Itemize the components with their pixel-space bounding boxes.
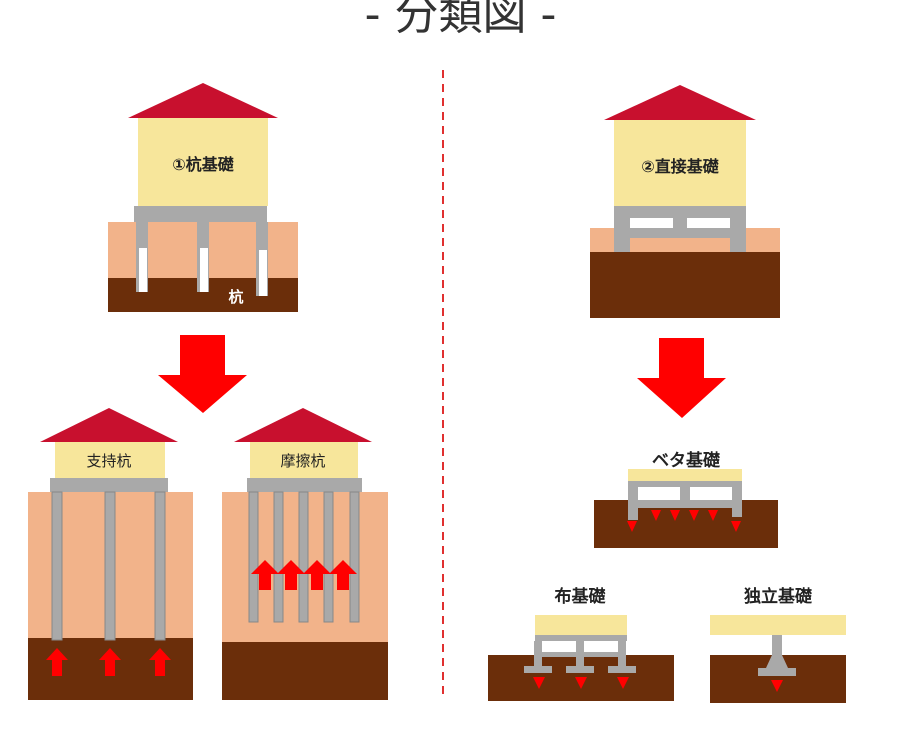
up-arrow-icon (149, 648, 171, 676)
page-title: - 分類図 - (364, 0, 557, 40)
footing-wall (680, 487, 690, 503)
pile (298, 491, 309, 623)
end-bearing-pile-house: 支持杭 (28, 408, 193, 700)
house-wall (614, 120, 746, 206)
ground-beam (630, 228, 730, 238)
pile-core (200, 248, 208, 292)
up-arrow-icon (277, 560, 305, 590)
foundation-beam (628, 481, 742, 487)
down-arrow-icon (627, 521, 637, 532)
down-arrow-icon (533, 677, 545, 689)
footing-wall (673, 218, 687, 228)
pile (51, 491, 63, 641)
strip-foundation-label: 布基礎 (555, 586, 607, 607)
down-arrow-icon (651, 510, 661, 521)
footing-wall (628, 487, 638, 517)
end-bearing-pile-label: 支持杭 (86, 452, 131, 470)
down-arrow-icon (637, 338, 726, 418)
down-arrow-icon (158, 335, 247, 413)
up-arrow-icon (46, 648, 68, 676)
house-wall (250, 442, 358, 478)
down-arrow-icon (670, 510, 680, 521)
down-arrow-icon (617, 677, 629, 689)
pile (104, 491, 116, 641)
footing-wall (730, 218, 746, 252)
footing-wall (614, 218, 630, 252)
isolated-foundation-label: 独立基礎 (744, 586, 813, 607)
roof (128, 83, 278, 118)
roof (234, 408, 372, 442)
foundation-beam (134, 206, 267, 222)
strip-foundation: 布基礎 (488, 586, 674, 701)
pile-core (139, 248, 147, 292)
friction-pile-house: 摩擦杭 (222, 408, 388, 700)
up-arrow-icon (99, 648, 121, 676)
up-arrow-icon (251, 560, 279, 590)
pile (154, 491, 166, 641)
foundation-beam (535, 635, 627, 641)
pile-label: 杭 (228, 288, 243, 306)
direct-foundation-label: ②直接基礎 (641, 157, 720, 176)
pile (248, 491, 259, 623)
house-wall (138, 118, 268, 206)
isolated-foundation: 独立基礎 (710, 586, 846, 703)
roof (604, 85, 756, 120)
pile-core (259, 250, 267, 296)
mat-foundation: ベタ基礎 (594, 450, 778, 548)
house-base (710, 615, 846, 635)
ground-beam (542, 652, 618, 657)
up-arrow-icon (329, 560, 357, 590)
down-arrow-icon (708, 510, 718, 521)
direct-foundation-house: ②直接基礎 (590, 85, 780, 318)
pile (323, 491, 334, 623)
down-arrow-icon (689, 510, 699, 521)
friction-pile-label: 摩擦杭 (280, 452, 325, 470)
lower-soil (222, 642, 388, 700)
lower-soil (590, 252, 780, 318)
down-arrow-icon (731, 521, 741, 532)
house-base (535, 615, 627, 635)
footing (524, 666, 552, 673)
mat-foundation-label: ベタ基礎 (652, 450, 721, 471)
house-wall (55, 442, 165, 478)
pile (273, 491, 284, 623)
footing-wall (618, 641, 626, 667)
footing-wall (732, 487, 742, 517)
footing-wall (534, 641, 542, 667)
down-arrow-icon (771, 680, 783, 692)
foundation-beam (50, 478, 168, 492)
footing (758, 668, 796, 676)
footing (566, 666, 594, 673)
mat-slab (638, 500, 732, 508)
house-base (628, 469, 742, 481)
foundation-beam (247, 478, 362, 492)
pile-foundation-house: ①杭基礎 杭 (108, 83, 298, 312)
down-arrow-icon (575, 677, 587, 689)
up-arrow-icon (303, 560, 331, 590)
pile-foundation-label: ①杭基礎 (172, 155, 235, 174)
foundation-beam (614, 206, 746, 218)
roof (40, 408, 178, 442)
pile (349, 491, 360, 623)
column (766, 635, 788, 668)
footing (608, 666, 636, 673)
